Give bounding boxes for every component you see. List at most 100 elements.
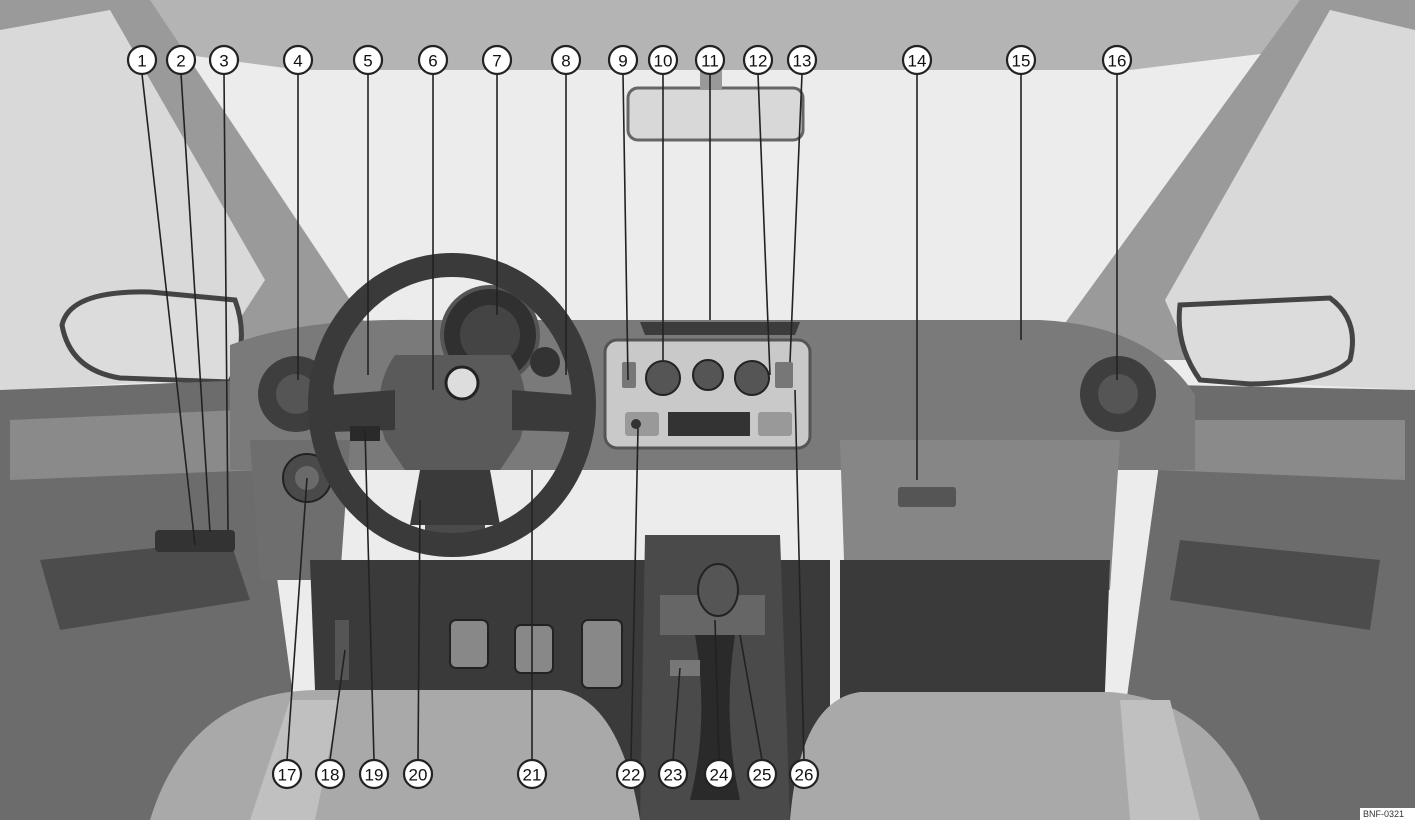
leader-line-23 [672, 667, 681, 761]
callout-number: 21 [523, 766, 542, 785]
left-door-armrest [40, 540, 250, 630]
callout-number: 6 [428, 52, 437, 71]
callout-number: 5 [363, 52, 372, 71]
callout-circle [607, 44, 639, 76]
callout-20: 20 [402, 758, 434, 790]
callout-circle [647, 44, 679, 76]
callout-number: 20 [409, 766, 428, 785]
rear-view-mirror [626, 86, 805, 142]
callout-21: 21 [516, 758, 548, 790]
callout-number: 16 [1108, 52, 1127, 71]
callout-circle [788, 758, 820, 790]
gear-boot [690, 635, 740, 800]
callout-circle [208, 44, 240, 76]
roof-headliner [0, 0, 1415, 70]
brand-emblem [444, 365, 480, 401]
callout-number: 3 [219, 52, 228, 71]
leader-line-9 [622, 73, 629, 381]
leader-line-22 [630, 427, 639, 761]
callout-number: 13 [793, 52, 812, 71]
callout-number: 9 [618, 52, 627, 71]
leader-line-13 [789, 73, 803, 363]
callout-number: 17 [278, 766, 297, 785]
accelerator-pedal [581, 619, 623, 689]
callout-4: 4 [282, 44, 314, 76]
callout-number: 19 [365, 766, 384, 785]
left-exterior-mirror [59, 289, 244, 385]
callout-circle [271, 758, 303, 790]
callout-3: 3 [208, 44, 240, 76]
callout-number: 15 [1012, 52, 1031, 71]
callout-circle [657, 758, 689, 790]
callout-number: 12 [749, 52, 768, 71]
callout-24: 24 [703, 758, 735, 790]
callout-26: 26 [788, 758, 820, 790]
callout-6: 6 [417, 44, 449, 76]
callout-18: 18 [314, 758, 346, 790]
leader-line-19 [364, 429, 375, 761]
leader-line-26 [794, 389, 805, 761]
callout-1: 1 [126, 44, 158, 76]
leader-line-17 [286, 477, 308, 761]
radio-display [668, 412, 750, 436]
leader-lines [141, 73, 1118, 761]
callout-5: 5 [352, 44, 384, 76]
callout-circle [1005, 44, 1037, 76]
callout-9: 9 [607, 44, 639, 76]
callout-circle [1101, 44, 1133, 76]
right-door-trim [1160, 420, 1405, 480]
callout-circle [352, 44, 384, 76]
callout-circle [703, 758, 735, 790]
right-door-armrest [1170, 540, 1380, 630]
steering-wheel-hub [379, 355, 526, 470]
leader-line-25 [739, 634, 763, 761]
steering-wheel [308, 253, 596, 557]
brake-pedal [514, 624, 554, 674]
callout-11: 11 [694, 44, 726, 76]
callout-2: 2 [165, 44, 197, 76]
callout-10: 10 [647, 44, 679, 76]
callout-number: 18 [321, 766, 340, 785]
callout-number: 22 [622, 766, 641, 785]
callout-number: 10 [654, 52, 673, 71]
callout-number: 1 [137, 52, 146, 71]
callout-16: 16 [1101, 44, 1133, 76]
leader-line-12 [757, 73, 771, 376]
temperature-knob [734, 360, 770, 396]
right-side-window [1165, 10, 1415, 390]
callout-circle [615, 758, 647, 790]
callout-14: 14 [901, 44, 933, 76]
callout-number: 4 [293, 52, 302, 71]
fan-control-knob [645, 360, 681, 396]
callout-number: 25 [753, 766, 772, 785]
callout-22: 22 [615, 758, 647, 790]
callout-number: 8 [561, 52, 570, 71]
callout-number: 2 [176, 52, 185, 71]
glove-box-handle [898, 487, 956, 507]
leader-line-20 [417, 499, 421, 761]
callout-circle [742, 44, 774, 76]
callout-circle [694, 44, 726, 76]
callout-circle [481, 44, 513, 76]
right-exterior-mirror [1176, 295, 1355, 387]
callout-circle [402, 758, 434, 790]
air-distribution-knob [692, 359, 724, 391]
callout-circle [417, 44, 449, 76]
callout-23: 23 [657, 758, 689, 790]
callout-number: 7 [492, 52, 501, 71]
callout-circle [901, 44, 933, 76]
callout-15: 15 [1005, 44, 1037, 76]
callout-19: 19 [358, 758, 390, 790]
callout-8: 8 [550, 44, 582, 76]
shift-switch [670, 660, 700, 676]
leader-line-18 [329, 649, 346, 761]
callout-circle [282, 44, 314, 76]
left-door-trim [10, 410, 260, 480]
clutch-pedal [449, 619, 489, 669]
callout-number: 14 [908, 52, 927, 71]
callout-circle [550, 44, 582, 76]
callout-13: 13 [786, 44, 818, 76]
